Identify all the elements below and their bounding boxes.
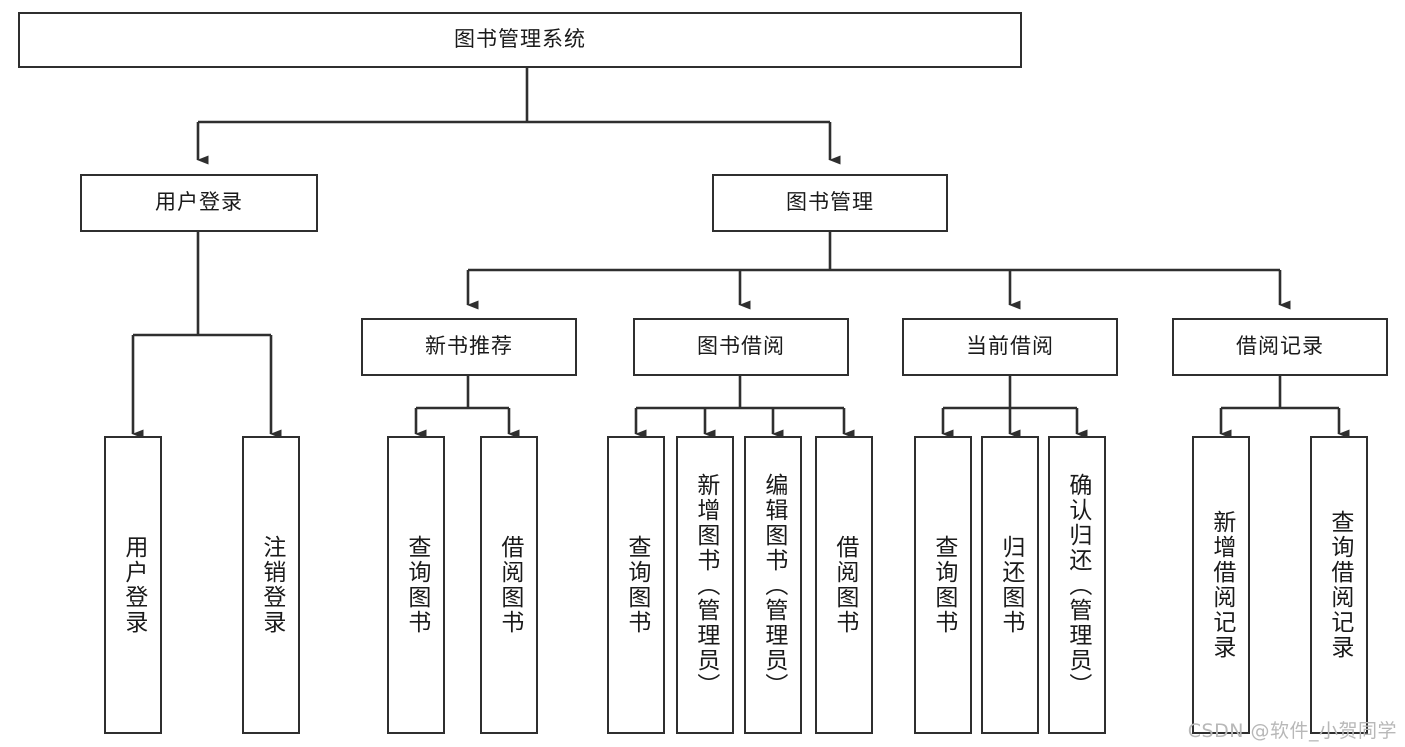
node-label: 图书借阅 [697,334,785,359]
node-label: 确认归还（管理员） [1064,472,1091,698]
node-label: 新增图书（管理员） [692,472,719,698]
node-leaf-add-book[interactable]: 新增图书（管理员） [676,436,734,734]
node-leaf-return-book[interactable]: 归还图书 [981,436,1039,734]
node-current-borrow[interactable]: 当前借阅 [902,318,1118,376]
node-leaf-confirm-return[interactable]: 确认归还（管理员） [1048,436,1106,734]
node-leaf-borrow-book-2[interactable]: 借阅图书 [815,436,873,734]
node-book-borrow[interactable]: 图书借阅 [633,318,849,376]
node-label: 注销登录 [258,535,285,635]
node-label: 查询图书 [930,535,957,635]
node-label: 借阅图书 [496,535,523,635]
node-label: 查询借阅记录 [1326,510,1353,660]
node-new-book-recommend[interactable]: 新书推荐 [361,318,577,376]
node-leaf-query-book-3[interactable]: 查询图书 [914,436,972,734]
node-label: 用户登录 [155,190,243,215]
node-label: 当前借阅 [966,334,1054,359]
node-leaf-user-login[interactable]: 用户登录 [104,436,162,734]
node-leaf-edit-book[interactable]: 编辑图书（管理员） [744,436,802,734]
node-label: 归还图书 [997,535,1024,635]
node-label: 借阅记录 [1236,334,1324,359]
node-label: 新增借阅记录 [1208,510,1235,660]
node-label: 用户登录 [120,535,147,635]
node-leaf-query-book-1[interactable]: 查询图书 [387,436,445,734]
node-label: 编辑图书（管理员） [760,472,787,698]
node-leaf-logout-login[interactable]: 注销登录 [242,436,300,734]
node-label: 图书管理 [786,190,874,215]
node-leaf-query-book-2[interactable]: 查询图书 [607,436,665,734]
node-user-login[interactable]: 用户登录 [80,174,318,232]
node-borrow-record[interactable]: 借阅记录 [1172,318,1388,376]
node-label: 新书推荐 [425,334,513,359]
node-label: 查询图书 [623,535,650,635]
node-leaf-borrow-book-1[interactable]: 借阅图书 [480,436,538,734]
node-leaf-add-borrow-record[interactable]: 新增借阅记录 [1192,436,1250,734]
node-leaf-query-borrow-record[interactable]: 查询借阅记录 [1310,436,1368,734]
node-label: 查询图书 [403,535,430,635]
node-label: 借阅图书 [831,535,858,635]
node-root[interactable]: 图书管理系统 [18,12,1022,68]
node-book-manage[interactable]: 图书管理 [712,174,948,232]
node-label: 图书管理系统 [454,27,586,52]
watermark-text: CSDN @软件_小贺同学 [1187,720,1397,742]
